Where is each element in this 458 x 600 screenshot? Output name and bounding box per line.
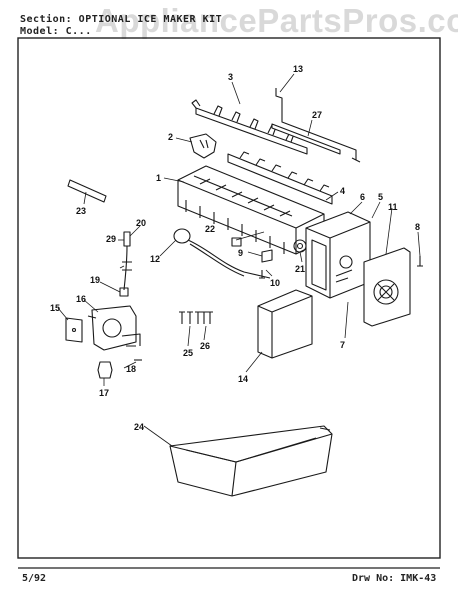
callout-2: 2 xyxy=(168,132,173,142)
callout-18: 18 xyxy=(126,364,136,374)
fill-tube xyxy=(122,231,132,291)
callout-19: 19 xyxy=(90,275,100,285)
housing-cover xyxy=(363,247,411,327)
callout-9: 9 xyxy=(238,248,243,258)
callout-15: 15 xyxy=(50,303,60,313)
callout-24: 24 xyxy=(134,422,144,432)
callout-27: 27 xyxy=(312,110,322,120)
valve-bracket xyxy=(65,317,83,343)
model-label: Model: C... xyxy=(20,26,92,37)
callout-6: 6 xyxy=(360,192,365,202)
shut-off-arm xyxy=(275,88,361,163)
screw-set xyxy=(179,311,213,324)
water-valve xyxy=(87,305,141,351)
callout-11: 11 xyxy=(388,202,398,212)
callout-4: 4 xyxy=(340,186,345,196)
switch-bracket xyxy=(189,133,217,159)
callout-25: 25 xyxy=(183,348,193,358)
callout-21: 21 xyxy=(295,264,305,274)
mold-support-housing xyxy=(305,211,371,299)
callout-12: 12 xyxy=(150,254,160,264)
callout-13: 13 xyxy=(293,64,303,74)
callout-10: 10 xyxy=(270,278,280,288)
callout-14: 14 xyxy=(238,374,248,384)
ice-bin xyxy=(169,425,333,497)
callout-1: 1 xyxy=(156,173,161,183)
callout-7: 7 xyxy=(340,340,345,350)
callout-26: 26 xyxy=(200,341,210,351)
callout-29: 29 xyxy=(106,234,116,244)
wire-harness xyxy=(173,228,271,279)
screw xyxy=(417,256,423,267)
thermostat xyxy=(231,237,242,247)
callout-17: 17 xyxy=(99,388,109,398)
callout-22: 22 xyxy=(205,224,215,234)
callout-8: 8 xyxy=(415,222,420,232)
frame-border xyxy=(17,37,441,559)
callout-23: 23 xyxy=(76,206,86,216)
heater-rod xyxy=(271,123,341,155)
ejector-blade xyxy=(191,99,308,155)
clip xyxy=(261,249,273,263)
callout-3: 3 xyxy=(228,72,233,82)
revision-date: 5/92 xyxy=(22,573,47,584)
callout-5: 5 xyxy=(378,192,383,202)
drawing-number: Drw No: IMK-43 xyxy=(352,573,437,584)
ice-maker-cover xyxy=(257,289,313,359)
compression-nut xyxy=(97,361,113,379)
callout-16: 16 xyxy=(76,294,86,304)
stripper xyxy=(227,151,333,205)
fill-cup-sleeve xyxy=(67,179,107,203)
section-title: Section: OPTIONAL ICE MAKER KIT xyxy=(20,14,223,25)
callout-20: 20 xyxy=(136,218,146,228)
